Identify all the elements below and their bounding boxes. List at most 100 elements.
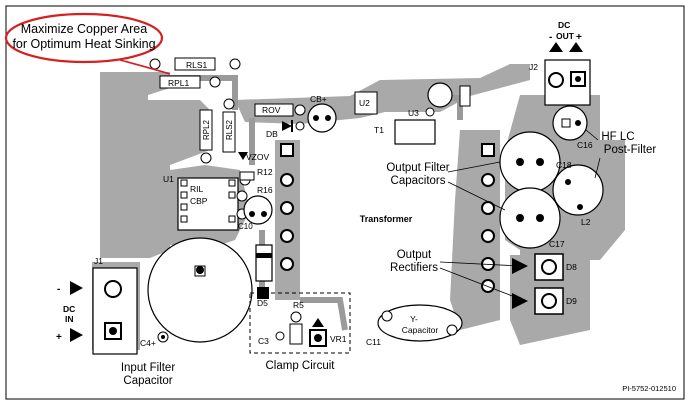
capacitor-c16 <box>552 105 588 141</box>
annotation-output-rect-2: Rectifiers <box>390 262 438 274</box>
label-rls1: RLS1 <box>186 60 208 70</box>
annotation-output-rect-1: Output <box>397 249 432 261</box>
label-dc-out-2: OUT <box>556 31 575 41</box>
j1-connector <box>70 267 138 355</box>
resistor-rls2 <box>222 98 236 153</box>
resistor-rov <box>254 103 306 117</box>
resistor-rpl2 <box>199 109 213 164</box>
label-ycap-1: Y- <box>410 314 418 324</box>
label-r12: R12 <box>257 167 273 177</box>
label-c11: C11 <box>366 337 381 347</box>
label-c17: C17 <box>549 239 565 249</box>
label-cbp: CBP <box>190 196 208 206</box>
label-c4: C4+ <box>140 338 156 348</box>
label-vzov: VZOV <box>246 152 269 162</box>
dc-in-plus-arrow <box>70 328 83 342</box>
annotation-input-filter-1: Input Filter <box>121 362 175 374</box>
output-rectifiers <box>512 253 564 315</box>
output-filter-capacitors <box>499 131 561 249</box>
capacitor-c10 <box>243 195 273 225</box>
figure-id: PI-5752-012510 <box>622 384 676 393</box>
label-d8: D8 <box>566 262 577 272</box>
label-cb: CB+ <box>310 94 327 104</box>
label-dc-out-1: DC <box>558 20 570 30</box>
label-vr1: VR1 <box>330 334 347 344</box>
leader-output-filter-1 <box>447 161 501 173</box>
callout-line-1: Maximize Copper Area <box>21 22 147 36</box>
label-c10: C10 <box>238 222 253 231</box>
label-d9: D9 <box>566 296 577 306</box>
label-r16: R16 <box>257 185 273 195</box>
annotation-transformer: Transformer <box>360 214 413 224</box>
label-c16: C16 <box>577 140 593 150</box>
polarity-marks: - + - + <box>56 32 582 343</box>
label-ycap-2: Capacitor <box>402 325 439 335</box>
u3-ic <box>425 82 471 117</box>
diagram-frame <box>5 5 685 400</box>
copper-trace-top <box>235 64 530 124</box>
capacitor-cb <box>307 103 337 133</box>
input-filter-capacitor <box>147 237 253 343</box>
y-capacitor-c11 <box>377 304 463 342</box>
u2-ic <box>354 91 378 115</box>
zener-vzov <box>238 152 248 160</box>
label-u1: U1 <box>163 174 174 184</box>
copper-pour-primary <box>275 140 300 300</box>
leader-output-rect-1 <box>439 261 521 267</box>
leader-output-rect-2 <box>439 267 521 300</box>
label-rpl1: RPL1 <box>168 78 190 88</box>
label-c3: C3 <box>258 336 269 346</box>
component-labels: RLS1 RPL1 RPL2 RLS2 ROV CB+ U2 J2 DC OUT… <box>63 20 593 348</box>
trace-5 <box>300 297 348 331</box>
annotation-hf-lc-1: HF LC <box>601 131 634 143</box>
callout-line-2: for Optimum Heat Sinking <box>12 37 155 51</box>
annotation-hf-lc-2: Post-Filter <box>604 144 657 156</box>
label-rov: ROV <box>262 105 281 115</box>
label-c18: C18 <box>556 160 572 170</box>
diode-d5 <box>255 244 273 299</box>
diode-db <box>282 120 305 132</box>
annotation-clamp: Clamp Circuit <box>265 360 335 372</box>
resistor-rpl1 <box>159 75 221 89</box>
callout-tail <box>119 59 171 75</box>
annotation-output-filter-2: Capacitors <box>391 175 446 187</box>
leader-hf-lc-1 <box>585 129 599 141</box>
resistor-rls1 <box>149 57 241 71</box>
j2-connector <box>544 42 591 106</box>
leader-output-filter-2 <box>447 181 506 211</box>
annotations: HF LC Post-Filter Output Filter Capacito… <box>121 131 676 393</box>
dc-out-minus-arrow <box>549 42 563 52</box>
label-u3: U3 <box>408 108 419 118</box>
label-d5: D5 <box>257 298 268 308</box>
label-t1: T1 <box>374 125 384 135</box>
label-u2: U2 <box>359 98 370 108</box>
label-j1: J1 <box>94 256 103 266</box>
annotation-input-filter-2: Capacitor <box>123 375 172 387</box>
svg-text:+: + <box>56 332 62 343</box>
svg-text:-: - <box>549 32 552 43</box>
clamp-circuit-box <box>249 292 351 354</box>
label-dc-in-2: IN <box>65 314 74 324</box>
svg-text:-: - <box>57 284 60 295</box>
annotation-output-filter-1: Output Filter <box>386 162 449 174</box>
transformer-t1 <box>280 119 495 293</box>
copper-pour-secondary <box>450 130 500 330</box>
label-ril: RIL <box>190 184 204 194</box>
svg-text:+: + <box>576 32 582 43</box>
leader-lines <box>439 129 601 300</box>
label-dc-in-1: DC <box>63 304 75 314</box>
dc-out-plus-arrow <box>569 42 583 52</box>
label-r5: R5 <box>293 300 304 310</box>
u1-ic <box>177 177 239 231</box>
leader-hf-lc-2 <box>594 157 601 179</box>
resistor-r12 <box>239 171 255 186</box>
label-l2: L2 <box>581 217 591 227</box>
copper-pour-left <box>100 72 210 258</box>
inductor-l2 <box>552 164 604 216</box>
label-rls2: RLS2 <box>225 119 234 140</box>
label-db: DB <box>266 129 278 139</box>
heat-sinking-callout: Maximize Copper Area for Optimum Heat Si… <box>4 12 171 75</box>
label-rpl2: RPL2 <box>202 119 211 140</box>
